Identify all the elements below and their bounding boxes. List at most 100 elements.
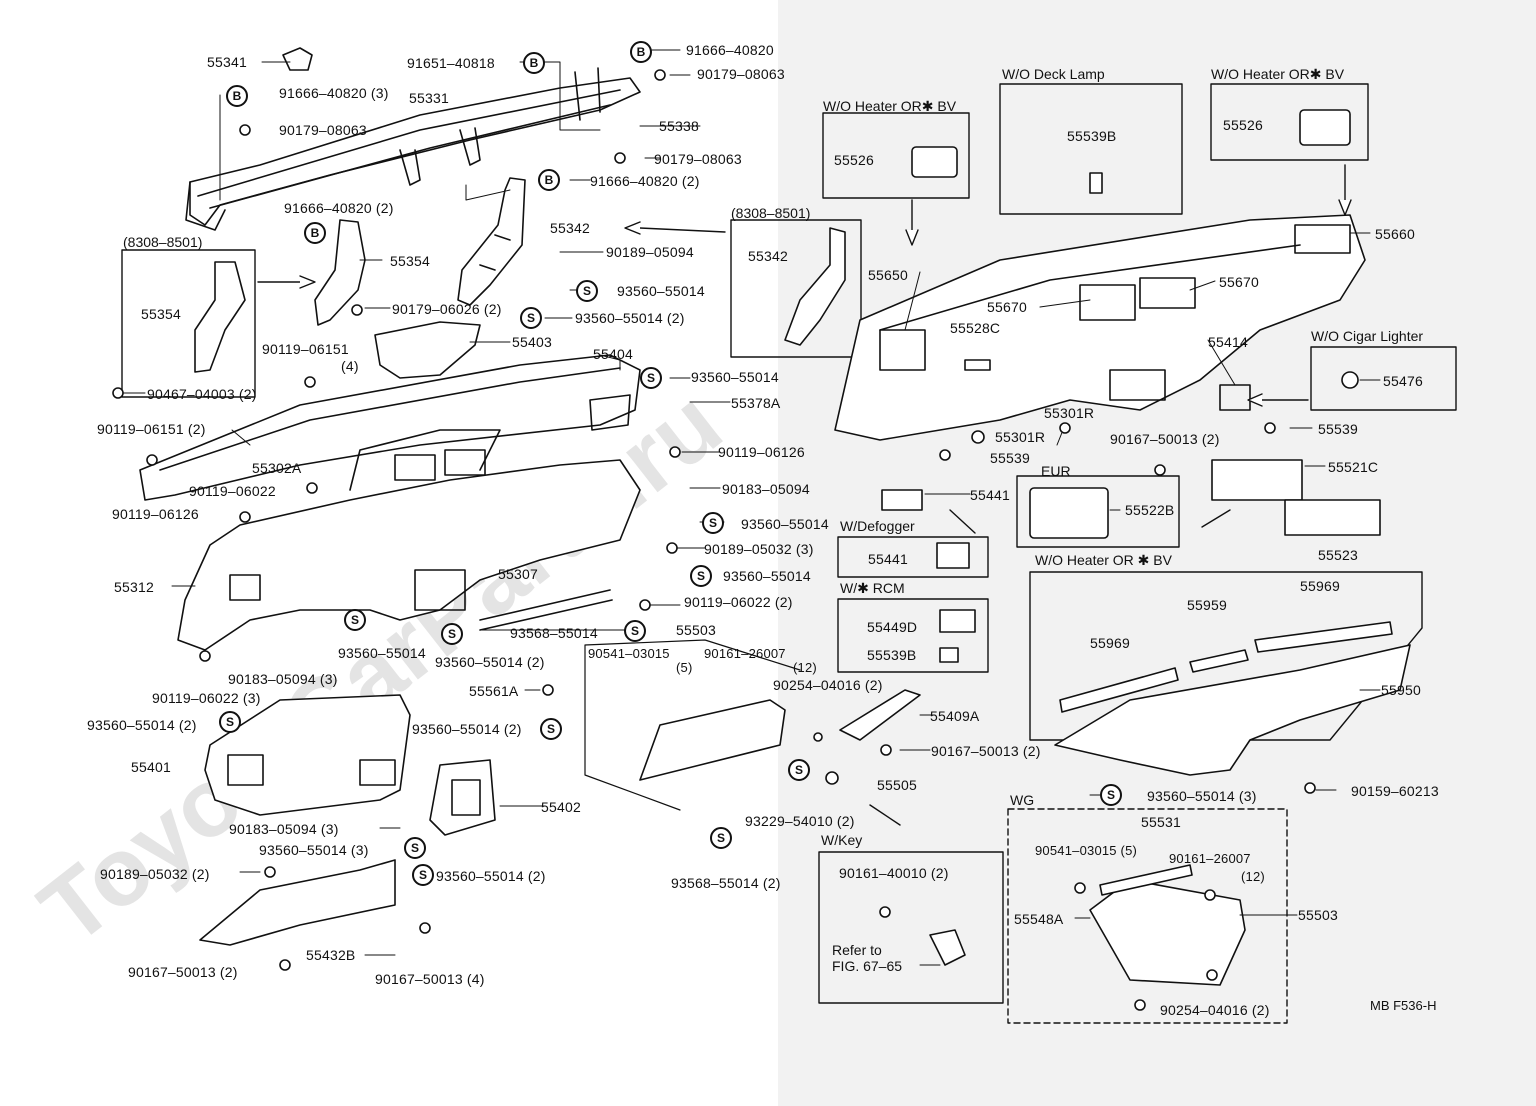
frame-55402 [429, 759, 496, 836]
bracket-55354 [194, 219, 366, 373]
part-label: 55302A [252, 460, 302, 476]
part-label: 90179–08063 [279, 122, 367, 138]
badge-s: S [690, 565, 712, 587]
vent-55526-inset-right [1299, 109, 1351, 146]
part-label: 55354 [390, 253, 430, 269]
part-label: 90189–05094 [606, 244, 694, 260]
part-label: 90167–50013 (2) [128, 964, 238, 980]
part-label: (5) [676, 660, 693, 675]
part-label: 55378A [731, 395, 781, 411]
part-label: 55539B [1067, 128, 1117, 144]
vent-55650 [879, 329, 926, 371]
panel-55521c [1211, 459, 1303, 501]
part-label: 55401 [131, 759, 171, 775]
part-label: 90179–06026 (2) [392, 301, 502, 317]
part-label: 55539 [990, 450, 1030, 466]
part-label: 55449D [867, 619, 918, 635]
part-label: 90467–04003 (2) [147, 386, 257, 402]
arrows [257, 164, 1352, 826]
part-label: 55539B [867, 647, 917, 663]
badge-s: S [404, 837, 426, 859]
part-label: 90161–26007 [1169, 851, 1251, 866]
dash-lower-55312 [177, 429, 641, 651]
part-label: 90189–05032 (2) [100, 866, 210, 882]
box-deck-lamp [999, 83, 1183, 215]
part-label: 55650 [868, 267, 908, 283]
box-wkey [818, 851, 1004, 1004]
part-label: (12) [793, 660, 817, 675]
part-label: 55409A [930, 708, 980, 724]
badge-s: S [540, 718, 562, 740]
part-label: 55404 [593, 346, 633, 362]
part-label: 90119–06151 [262, 341, 349, 357]
header-wkey: W/Key [821, 832, 863, 848]
part-label: 90183–05094 [722, 481, 810, 497]
panel-55414 [1219, 384, 1251, 411]
part-label: 55660 [1375, 226, 1415, 242]
box-wg [1007, 808, 1288, 1024]
part-label: 55312 [114, 579, 154, 595]
part-label: 90254–04016 (2) [773, 677, 883, 693]
part-label: 90179–08063 [654, 151, 742, 167]
badge-s: S [441, 623, 463, 645]
part-label: 55670 [1219, 274, 1259, 290]
box-8308-55342 [730, 219, 862, 358]
part-label: 90254–04016 (2) [1160, 1002, 1270, 1018]
box-heater-right [1210, 83, 1369, 161]
part-label: 55342 [748, 248, 788, 264]
box-defogger [837, 536, 989, 578]
switch-55528c [964, 359, 991, 371]
part-label: 90119–06022 [189, 483, 276, 499]
part-label: 55521C [1328, 459, 1379, 475]
part-label: 93560–55014 (2) [87, 717, 197, 733]
vent-55670-left [1079, 284, 1136, 321]
part-label: 93560–55014 [741, 516, 829, 532]
dashboard-assembly-right [834, 214, 1366, 441]
badge-s: S [710, 827, 732, 849]
part-label: 91666–40820 (2) [590, 173, 700, 189]
lamp-55539b-rcm [939, 647, 959, 663]
glove-box-55503 [639, 699, 786, 781]
switch-55441 [881, 489, 923, 511]
badge-s: S [640, 367, 662, 389]
part-label: 55969 [1300, 578, 1340, 594]
part-label: 93229–54010 (2) [745, 813, 855, 829]
pad-55403 [374, 321, 481, 379]
header-range-b: (8308–8501) [731, 205, 811, 221]
badge-s: S [624, 620, 646, 642]
part-label: 55969 [1090, 635, 1130, 651]
box-cigar [1310, 346, 1457, 411]
badge-s: S [576, 280, 598, 302]
brace-55342 [457, 177, 526, 306]
part-label: (4) [341, 358, 359, 374]
part-label: 90159–60213 [1351, 783, 1439, 799]
panel-55523 [1284, 499, 1381, 536]
badge-b: B [304, 222, 326, 244]
brace-55342-alt [784, 227, 846, 346]
header-heater-mid: W/O Heater OR ✱ BV [1035, 552, 1172, 568]
arrow-55505 [869, 804, 901, 826]
part-label: 90119–06126 [718, 444, 805, 460]
switch-55441-defog [936, 542, 970, 569]
part-label: 55414 [1208, 334, 1248, 350]
part-label: 55548A [1014, 911, 1064, 927]
refer-to: Refer to [832, 942, 882, 958]
part-label: 55528C [950, 320, 1001, 336]
vent-55526-inset-left [911, 146, 958, 178]
grille-55409a [839, 689, 921, 741]
part-label: 55301R [1044, 405, 1095, 421]
header-eur: EUR [1041, 463, 1071, 479]
part-label: 93560–55014 [723, 568, 811, 584]
part-label: 91651–40818 [407, 55, 495, 71]
under-cover-55432b [199, 859, 396, 946]
part-label: 93560–55014 [338, 645, 426, 661]
part-label: 55522B [1125, 502, 1175, 518]
part-label: 93560–55014 [617, 283, 705, 299]
badge-s: S [788, 759, 810, 781]
header-defogger: W/Defogger [840, 518, 915, 534]
part-label: 90541–03015 (5) [1035, 843, 1138, 858]
part-label: 55441 [868, 551, 908, 567]
arrow-55342 [639, 227, 726, 233]
refer-fig: FIG. 67–65 [832, 958, 903, 974]
part-label: 90183–05094 (3) [228, 671, 338, 687]
